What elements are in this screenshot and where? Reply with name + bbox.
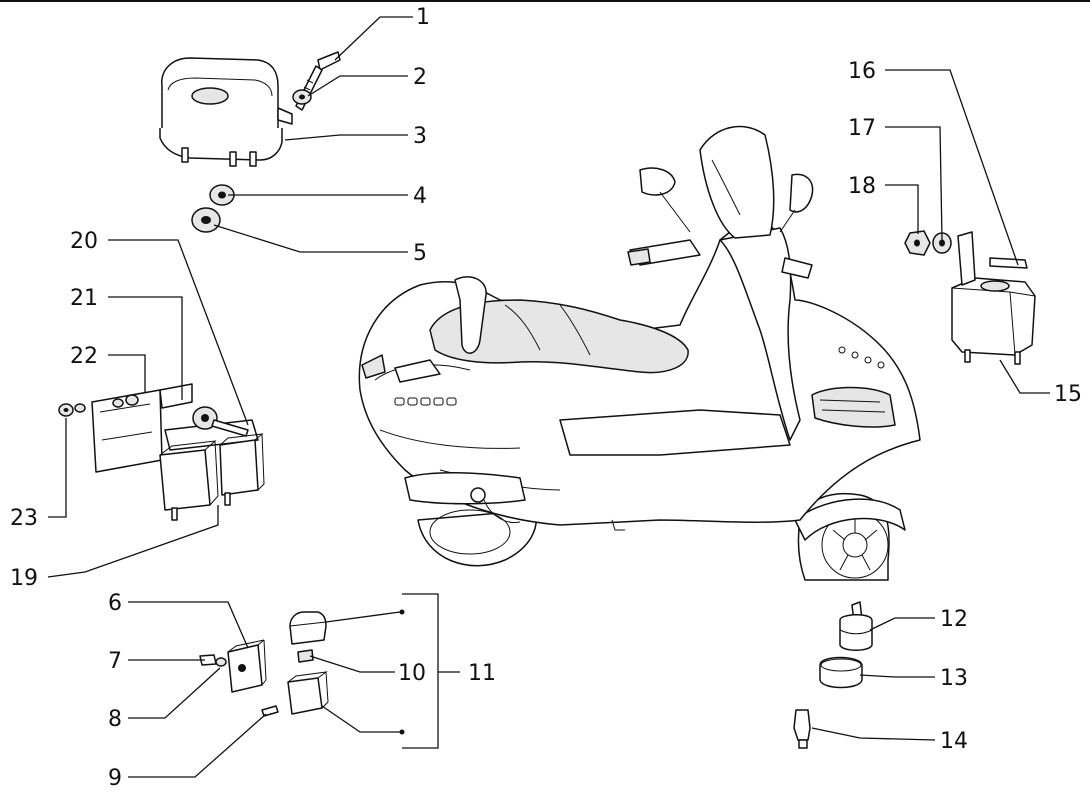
part-number-14: 14 <box>940 729 968 754</box>
fuse-box-parts <box>199 611 329 717</box>
part-number-1: 1 <box>416 5 430 30</box>
part-number-16: 16 <box>848 59 876 84</box>
part-number-23: 23 <box>10 506 38 531</box>
part-number-22: 22 <box>70 344 98 369</box>
ignition-parts <box>793 601 873 749</box>
part-number-7: 7 <box>108 649 122 674</box>
part-number-4: 4 <box>413 184 427 209</box>
part-number-labels: 1 2 3 4 5 6 7 8 9 10 11 12 13 14 15 16 1… <box>10 5 1082 790</box>
relay-bracket-assembly <box>58 383 265 521</box>
part-number-9: 9 <box>108 766 122 790</box>
relay-15 <box>904 230 1036 365</box>
part-number-13: 13 <box>940 666 968 691</box>
part-number-15: 15 <box>1054 382 1082 407</box>
part-number-5: 5 <box>413 241 427 266</box>
part-number-19: 19 <box>10 566 38 591</box>
part-number-10: 10 <box>398 661 426 686</box>
part-number-3: 3 <box>413 124 427 149</box>
part-number-2: 2 <box>413 65 427 90</box>
part-number-17: 17 <box>848 116 876 141</box>
part-number-8: 8 <box>108 707 122 732</box>
part-number-11: 11 <box>468 661 496 686</box>
part-number-20: 20 <box>70 229 98 254</box>
leader-lines <box>47 16 1050 778</box>
part-number-12: 12 <box>940 607 968 632</box>
part-number-21: 21 <box>70 286 98 311</box>
part-number-18: 18 <box>848 174 876 199</box>
part-number-6: 6 <box>108 591 122 616</box>
scooter-illustration <box>358 125 921 581</box>
voltage-regulator <box>159 51 341 233</box>
